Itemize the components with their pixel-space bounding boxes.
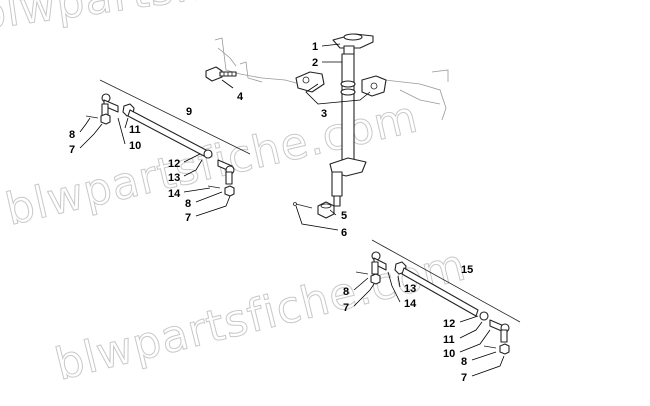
callout-4: 4 bbox=[237, 91, 244, 103]
callout-right-8b: 8 bbox=[461, 356, 467, 368]
callout-right-10: 10 bbox=[443, 348, 455, 360]
callout-right-14: 14 bbox=[404, 298, 417, 310]
callout-15: 15 bbox=[461, 264, 473, 276]
callout-9: 9 bbox=[186, 106, 192, 118]
tie-rod-left bbox=[85, 79, 251, 197]
callout-right-13: 13 bbox=[404, 283, 416, 295]
callout-right-8: 8 bbox=[343, 286, 349, 298]
watermark-text-top: blwpartsfiche.com bbox=[0, 0, 399, 41]
steering-column bbox=[295, 33, 387, 207]
callout-left-14: 14 bbox=[168, 188, 181, 200]
leader-lines bbox=[79, 43, 505, 377]
tie-rod-right bbox=[355, 239, 521, 355]
callout-1: 1 bbox=[312, 41, 318, 53]
callout-left-8: 8 bbox=[69, 129, 75, 141]
frame-outline bbox=[214, 37, 449, 121]
watermark: blwpartsfiche.com blwpartsfiche.com blwp… bbox=[0, 0, 472, 391]
callout-left-12: 12 bbox=[168, 158, 180, 170]
callout-left-7b: 7 bbox=[185, 212, 191, 224]
callout-2: 2 bbox=[312, 57, 318, 69]
callout-left-13: 13 bbox=[168, 172, 180, 184]
callout-left-8b: 8 bbox=[185, 198, 191, 210]
callout-6: 6 bbox=[341, 227, 347, 239]
callout-left-11: 11 bbox=[129, 124, 141, 136]
callout-numbers: 1 2 3 4 5 6 9 8 7 11 10 12 13 14 8 7 15 … bbox=[69, 41, 473, 384]
callout-bracket-9-line bbox=[99, 79, 251, 155]
cotter-pin-part-6 bbox=[293, 202, 313, 209]
nut-part-5 bbox=[317, 201, 335, 219]
callout-3: 3 bbox=[321, 108, 327, 120]
callout-right-11: 11 bbox=[443, 334, 455, 346]
callout-right-7: 7 bbox=[343, 302, 349, 314]
callout-right-12: 12 bbox=[443, 318, 455, 330]
callout-bracket-15-line bbox=[371, 239, 521, 323]
callout-5: 5 bbox=[341, 210, 347, 222]
watermark-text-bottom: blwpartsfiche.com bbox=[50, 239, 471, 390]
callout-left-7: 7 bbox=[69, 144, 75, 156]
bolt-part-4 bbox=[205, 66, 237, 82]
callout-right-7b: 7 bbox=[461, 372, 467, 384]
callout-left-10: 10 bbox=[129, 140, 141, 152]
